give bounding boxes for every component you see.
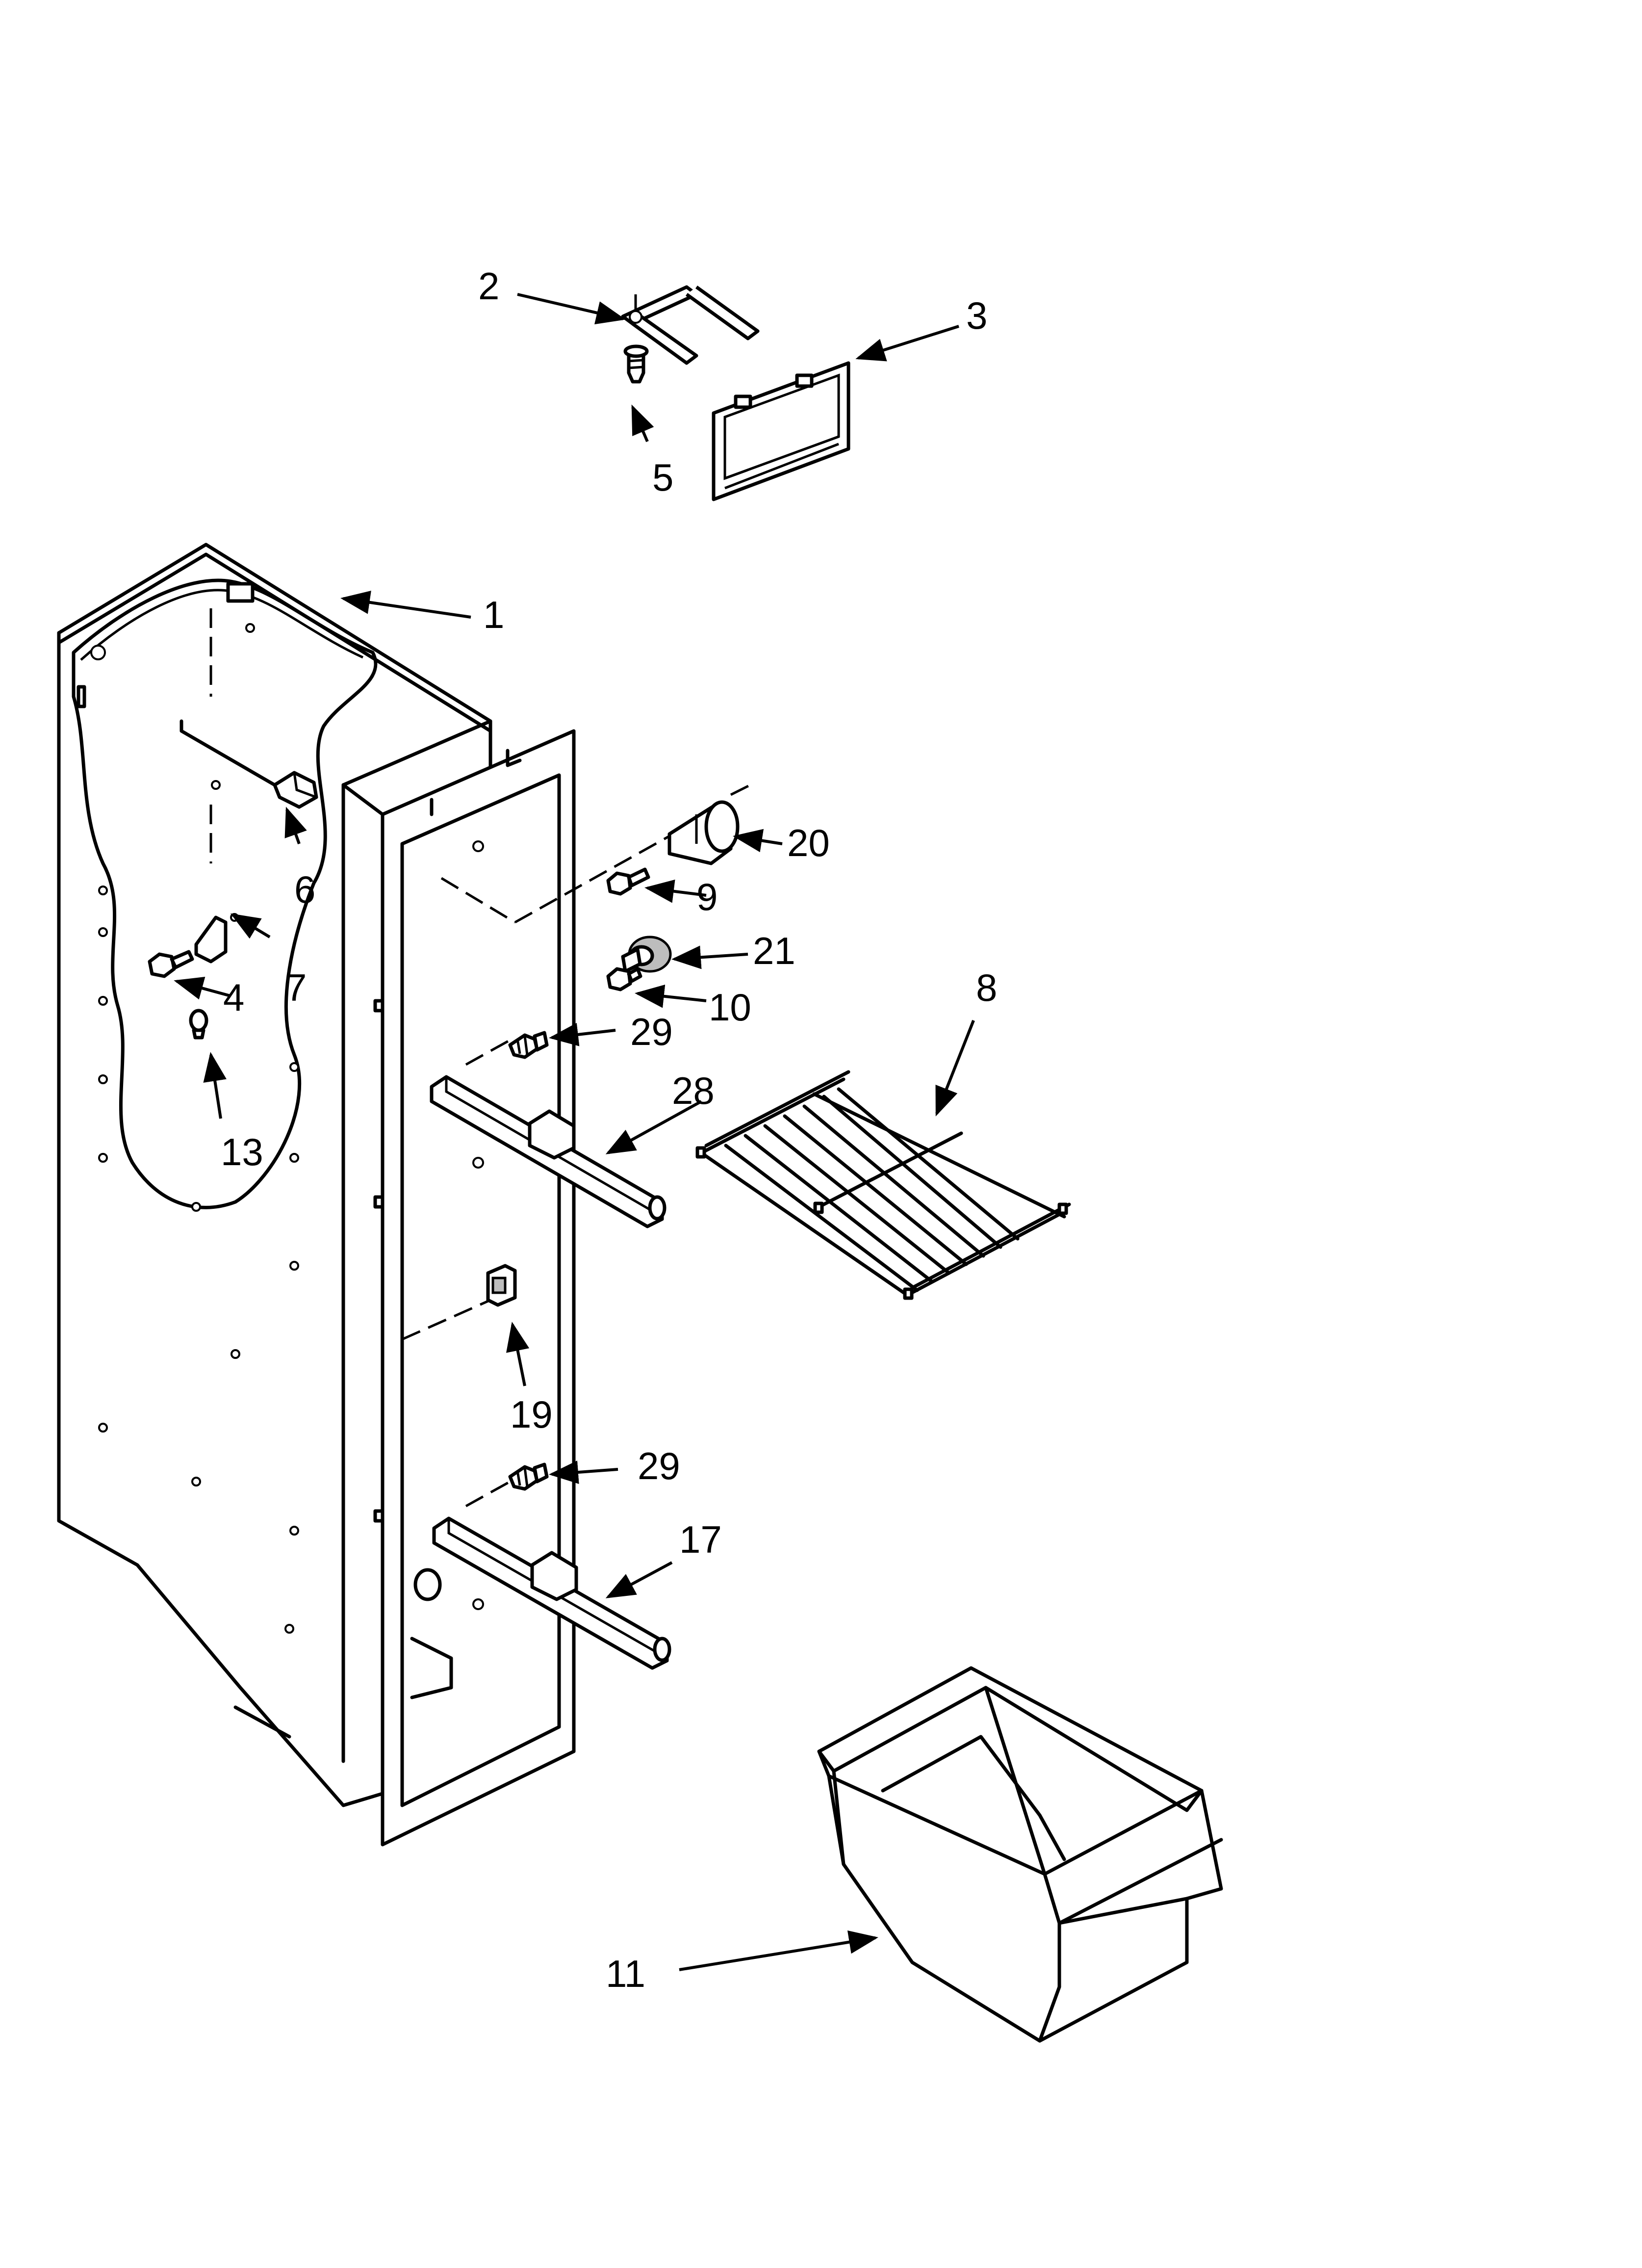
- callout-8: 8: [976, 966, 997, 1009]
- bracket-part-7: [194, 913, 239, 964]
- housing-part-20: [667, 783, 751, 865]
- wire-shelf-part-8: [695, 1070, 1071, 1300]
- screw-part-9: [606, 867, 650, 896]
- screw-part-29-upper: [508, 1031, 549, 1059]
- screw-part-29-lower: [508, 1462, 549, 1491]
- clip-part-6: [273, 771, 318, 809]
- callout-2: 2: [478, 264, 499, 308]
- callout-19: 19: [510, 1393, 553, 1436]
- screw-part-10: [606, 967, 642, 991]
- callout-labels: 2 3 5 1 20 9 6 21 7 4 10 8 29 28 13 19 2…: [221, 264, 997, 1995]
- callout-28: 28: [672, 1069, 715, 1112]
- callout-1: 1: [483, 593, 504, 636]
- callout-13: 13: [221, 1130, 263, 1173]
- callout-11: 11: [606, 1952, 645, 1995]
- switch-part-19: [486, 1264, 517, 1307]
- callout-29-upper: 29: [630, 1010, 673, 1053]
- callout-3: 3: [966, 294, 987, 337]
- callout-21: 21: [753, 929, 795, 972]
- trim-panel-part: [712, 361, 850, 501]
- roller-part-21: [621, 936, 672, 973]
- callout-29-lower: 29: [638, 1444, 680, 1487]
- screw-part-4: [148, 950, 194, 978]
- screw-part-5: [623, 344, 649, 384]
- ice-bin-part-11: [817, 1666, 1223, 2043]
- hinge-bracket-part: [621, 285, 760, 365]
- callout-20: 20: [787, 821, 830, 864]
- callout-7: 7: [285, 966, 307, 1009]
- callout-10: 10: [709, 986, 751, 1029]
- callout-5: 5: [652, 456, 673, 499]
- leader-arrows: [174, 293, 975, 1971]
- plug-part-13: [189, 1009, 208, 1040]
- shelf-support-part-17: [432, 1516, 671, 1670]
- callout-4: 4: [223, 976, 244, 1019]
- callout-6: 6: [294, 868, 315, 911]
- callout-17: 17: [679, 1518, 722, 1561]
- shelf-support-part-28: [430, 1075, 667, 1228]
- callout-9: 9: [696, 875, 718, 918]
